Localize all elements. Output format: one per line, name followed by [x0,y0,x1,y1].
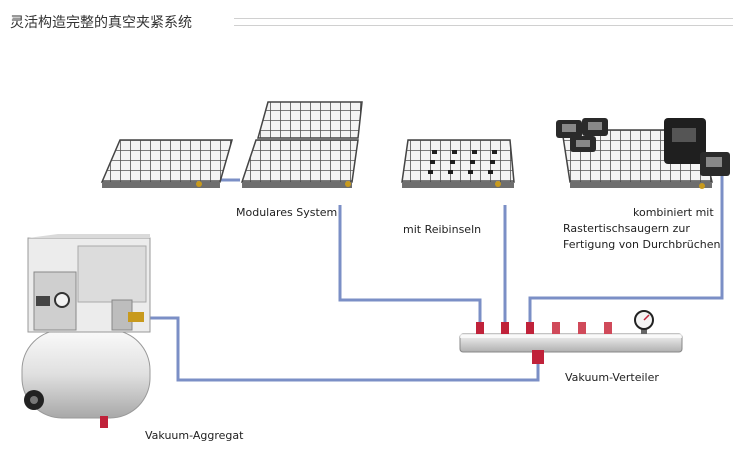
hose-combined [528,172,724,326]
distributor-inlet [532,350,544,364]
suction-cup-icon [570,136,596,152]
label-friction-islands: mit Reibinseln [403,223,482,236]
plate-fitting-icon [196,181,202,187]
hose-aggregate [148,316,540,382]
grid-plate-modular-2 [240,101,363,188]
suction-cup-icon [700,152,730,176]
hose-modular [338,205,482,326]
header: 灵活构造完整的真空夹紧系统 [8,6,733,34]
page-title: 灵活构造完整的真空夹紧系统 [10,15,192,31]
suction-cup-icon [582,118,608,136]
vacuum-hoses [148,172,724,382]
suction-cup-icon [556,120,582,138]
vacuum-aggregate [21,234,151,428]
plate-fitting-icon [495,181,501,187]
label-combined-line3: Fertigung von Durchbrüchen [563,238,721,251]
distributor-valves [476,322,612,334]
label-vacuum-aggregate: Vakuum-Aggregat [145,429,244,442]
friction-islands [428,150,497,174]
label-modular-system: Modulares System [236,206,338,219]
grid-plate-modular-1 [100,139,233,188]
header-divider [234,18,733,26]
suction-cup-icon [664,118,706,164]
plate-fitting-icon [345,181,351,187]
pressure-gauge-icon [634,310,654,334]
grid-plate-reib [401,139,515,188]
aggregate-gauge-icon [54,292,70,308]
grid-plate-combined [556,118,730,189]
vacuum-distributor [459,310,683,364]
plate-fitting-icon [699,183,705,189]
label-combined-line1: kombiniert mit [633,206,714,219]
label-combined-line2: Rastertischsaugern zur [563,222,690,235]
label-vacuum-distributor: Vakuum-Verteiler [565,371,659,384]
